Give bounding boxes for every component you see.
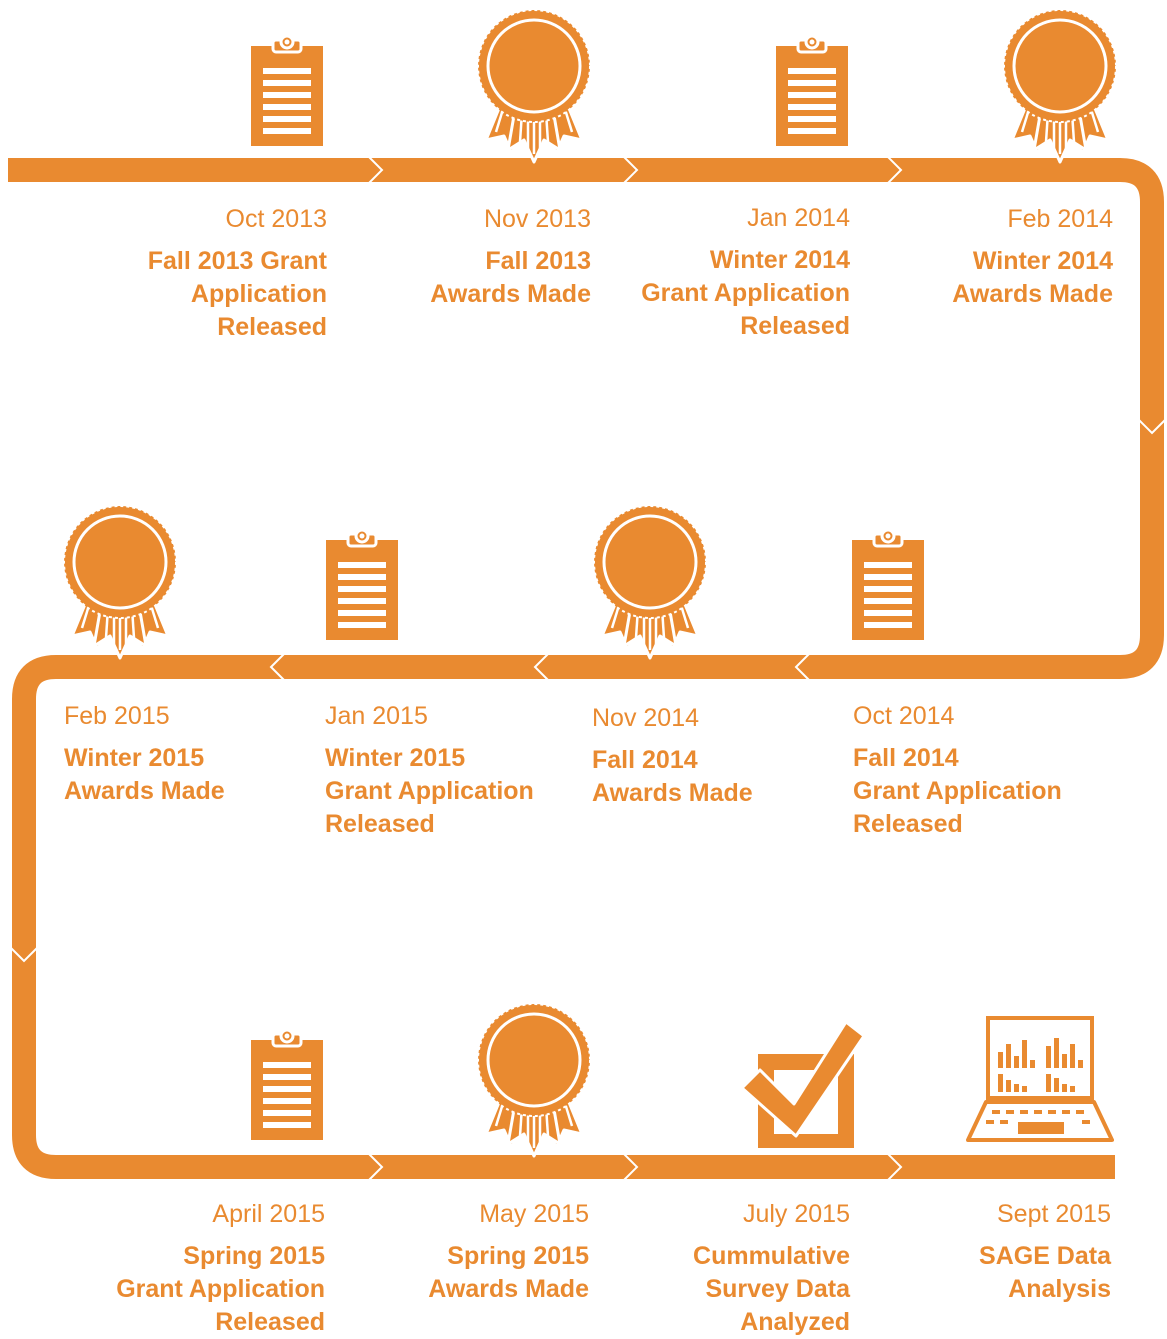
clipboard-icon [324,530,400,642]
event-title: SAGE Data Analysis [979,1242,1111,1303]
award-ribbon-icon [590,504,710,660]
event-date: Nov 2014 [592,704,700,732]
clipboard-icon [249,36,325,148]
event-date: Sept 2015 [997,1200,1111,1228]
timeline-event-sept-2015: Sept 2015 SAGE Data Analysis [871,1199,1111,1306]
event-date: Feb 2015 [64,702,170,730]
checkbox-check-icon [740,1020,866,1148]
clipboard-icon [774,36,850,148]
chevron-down-icon [10,947,38,963]
event-title: Fall 2013 Grant Application Released [147,247,327,341]
clipboard-icon [850,530,926,642]
chevron-right-icon [887,156,903,184]
chevron-left-icon [794,653,810,681]
event-title: Fall 2014 Awards Made [592,746,753,807]
timeline-event-oct-2014: Oct 2014 Fall 2014 Grant Application Rel… [853,701,1093,841]
event-date: Oct 2013 [225,205,327,233]
timeline-event-nov-2013: Nov 2013 Fall 2013 Awards Made [351,204,591,311]
timeline-event-april-2015: April 2015 Spring 2015 Grant Application… [85,1199,325,1339]
chevron-right-icon [623,156,639,184]
event-date: May 2015 [479,1200,589,1228]
event-date: Jan 2014 [747,204,850,232]
timeline-event-jan-2014: Jan 2014 Winter 2014 Grant Application R… [610,203,850,343]
timeline-event-july-2015: July 2015 Cummulative Survey Data Analyz… [610,1199,850,1339]
chevron-left-icon [269,653,285,681]
event-title: Spring 2015 Awards Made [428,1242,589,1303]
chevron-right-icon [623,1153,639,1181]
clipboard-icon [249,1030,325,1142]
timeline-event-nov-2014: Nov 2014 Fall 2014 Awards Made [592,703,832,810]
event-title: Cummulative Survey Data Analyzed [693,1242,850,1336]
timeline-event-may-2015: May 2015 Spring 2015 Awards Made [349,1199,589,1306]
award-ribbon-icon [1000,8,1120,164]
chevron-down-icon [1138,419,1166,435]
event-date: Oct 2014 [853,702,955,730]
event-date: April 2015 [212,1200,325,1228]
award-ribbon-icon [60,504,180,660]
award-ribbon-icon [474,1002,594,1158]
laptop-chart-icon [966,1016,1114,1142]
award-ribbon-icon [474,8,594,164]
chevron-right-icon [368,156,384,184]
event-date: Jan 2015 [325,702,428,730]
chevron-right-icon [887,1153,903,1181]
event-title: Fall 2013 Awards Made [430,247,591,308]
chevron-left-icon [533,653,549,681]
event-title: Fall 2014 Grant Application Released [853,744,1062,838]
event-title: Spring 2015 Grant Application Released [116,1242,325,1336]
event-title: Winter 2014 Awards Made [952,247,1113,308]
event-title: Winter 2015 Awards Made [64,744,225,805]
timeline-event-oct-2013: Oct 2013 Fall 2013 Grant Application Rel… [87,204,327,344]
timeline-event-jan-2015: Jan 2015 Winter 2015 Grant Application R… [325,701,565,841]
event-date: Nov 2013 [483,205,591,233]
chevron-right-icon [368,1153,384,1181]
timeline-event-feb-2015: Feb 2015 Winter 2015 Awards Made [64,701,304,808]
event-title: Winter 2014 Grant Application Released [641,246,850,340]
event-date: July 2015 [742,1200,850,1228]
timeline-event-feb-2014: Feb 2014 Winter 2014 Awards Made [873,204,1113,311]
event-date: Feb 2014 [1007,205,1113,233]
event-title: Winter 2015 Grant Application Released [325,744,534,838]
